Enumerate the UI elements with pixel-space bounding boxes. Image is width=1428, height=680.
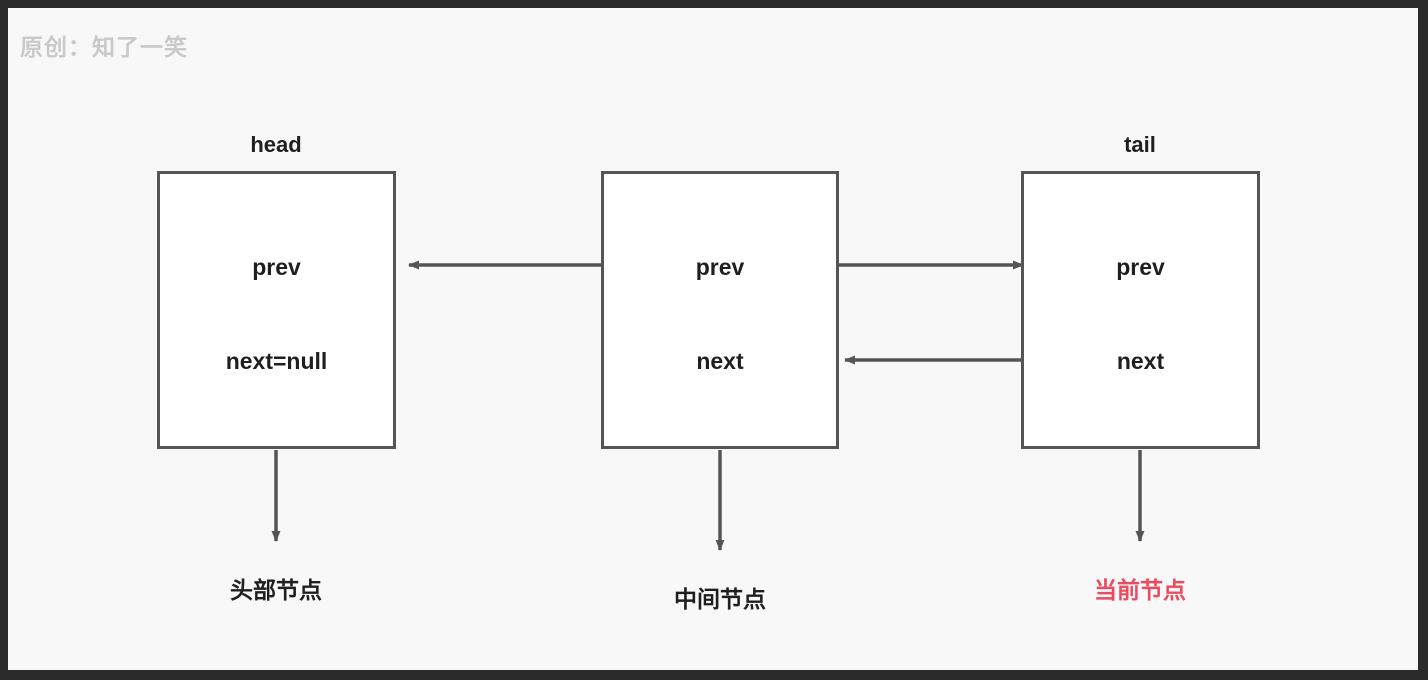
caption-current-node: 当前节点 (1094, 577, 1186, 603)
node-middle-next-field: next (696, 348, 744, 374)
node-title-head: head (250, 132, 302, 157)
node-tail-next-field: next (1116, 348, 1165, 374)
node-head-next-field: next=null (225, 348, 328, 374)
node-title-tail: tail (1124, 132, 1156, 157)
node-middle-prev-field: prev (695, 254, 745, 280)
watermark-text: 原创：知了一笑 (20, 34, 188, 60)
node-box-tail[interactable]: prev next (1021, 171, 1260, 449)
node-tail-prev-field: prev (1116, 254, 1165, 280)
caption-head-node: 头部节点 (230, 577, 322, 603)
node-head-prev-field: prev (252, 254, 301, 280)
node-box-head[interactable]: prev next=null (157, 171, 396, 449)
caption-middle-node: 中间节点 (674, 586, 766, 612)
node-box-middle[interactable]: prev next (601, 171, 839, 449)
diagram-stage: 原创：知了一笑 (8, 8, 1418, 670)
